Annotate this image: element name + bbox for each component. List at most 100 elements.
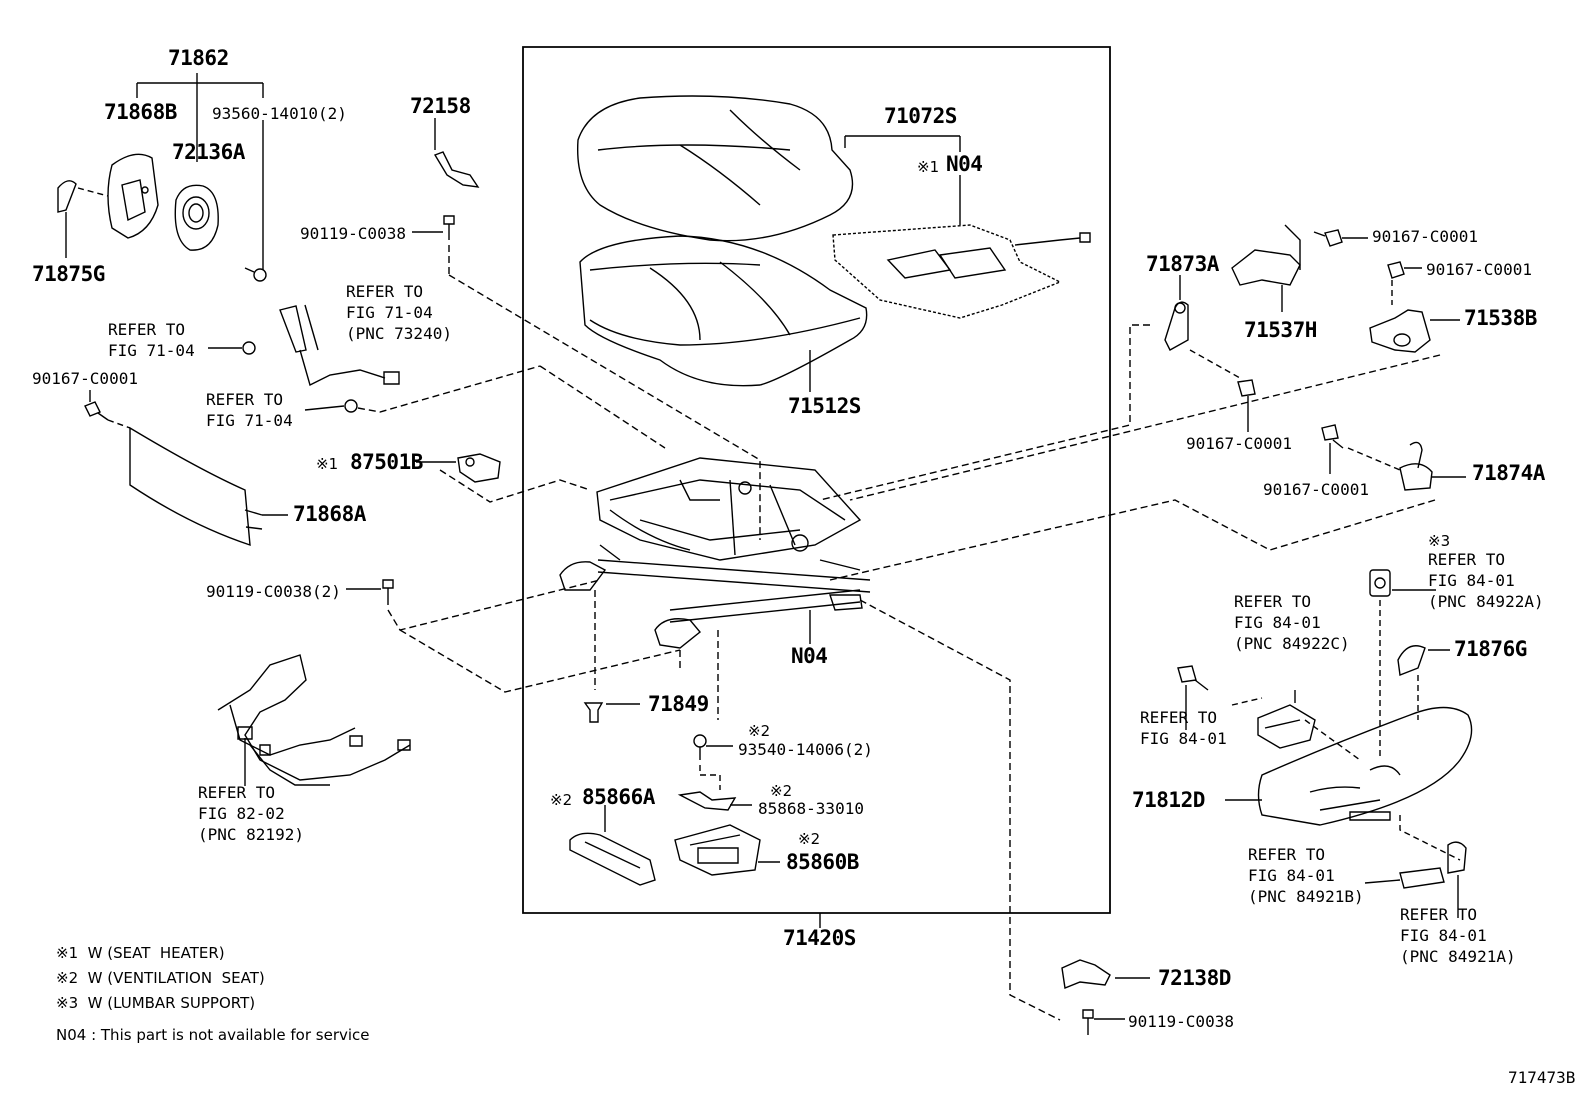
- label-85860B: 85860B: [786, 850, 859, 874]
- label-71420S: 71420S: [783, 926, 856, 950]
- label-71849: 71849: [648, 692, 709, 716]
- label-fig-84-01-e: FIG 84-01: [1400, 926, 1487, 945]
- label-71512S: 71512S: [788, 394, 861, 418]
- label-93540-14006: 93540-14006(2): [738, 740, 873, 759]
- mark-2-85868: ※2: [770, 782, 793, 800]
- part-71874A-hook: [1400, 442, 1432, 490]
- part-84921A-knob: [1448, 842, 1466, 873]
- label-refer-to-9: REFER TO: [1400, 905, 1478, 924]
- bolt-90119-left: [383, 580, 393, 605]
- label-refer-to-2: REFER TO: [108, 320, 186, 339]
- label-fig-82-02: FIG 82-02: [198, 804, 285, 823]
- mark-2-85866A: ※2: [550, 791, 573, 809]
- label-refer-to-7: REFER TO: [1140, 708, 1218, 727]
- label-fig-84-01-c: FIG 84-01: [1140, 729, 1227, 748]
- bolt-71-04-lower: [345, 400, 357, 412]
- label-85868-33010: 85868-33010: [758, 799, 864, 818]
- label-N04-frame: N04: [791, 644, 828, 668]
- part-84922A-switch: [1370, 570, 1390, 596]
- part-71849-clip: [585, 703, 602, 722]
- label-72138D: 72138D: [1158, 966, 1231, 990]
- part-84921B-cap: [1400, 868, 1444, 888]
- label-pnc-84921A: (PNC 84921A): [1400, 947, 1516, 966]
- part-N04-seat-heater: [833, 225, 1090, 318]
- leader-71862: [137, 73, 263, 270]
- label-71873A: 71873A: [1146, 252, 1219, 276]
- part-71537H-bracket: [1232, 225, 1300, 285]
- label-90167-C0001-r1: 90167-C0001: [1372, 227, 1478, 246]
- part-71072S-cushion-cover: [578, 96, 853, 241]
- label-pnc-84922A: (PNC 84922A): [1428, 592, 1544, 611]
- label-fig-71-04-2: FIG 71-04: [108, 341, 195, 360]
- label-87501B: 87501B: [350, 450, 423, 474]
- part-71868B-cover: [108, 154, 158, 238]
- label-refer-to-4: REFER TO: [198, 783, 276, 802]
- mark-1-N04: ※1: [917, 158, 940, 176]
- part-71875G: [58, 181, 76, 212]
- label-90119-C0038-bottom: 90119-C0038: [1128, 1012, 1234, 1031]
- part-71538B-bracket: [1370, 310, 1430, 352]
- part-87501B-connector: [458, 454, 500, 482]
- mark-3-lumbar: ※3: [1428, 532, 1451, 550]
- label-71072S: 71072S: [884, 104, 957, 128]
- label-72158: 72158: [410, 94, 471, 118]
- label-90167-C0001-r2: 90167-C0001: [1426, 260, 1532, 279]
- part-71876G-knob: [1398, 646, 1425, 675]
- label-refer-to-1: REFER TO: [346, 282, 424, 301]
- label-71868B: 71868B: [104, 100, 177, 124]
- bolt-90167-right-upper: [1314, 230, 1342, 246]
- label-pnc-84921B: (PNC 84921B): [1248, 887, 1364, 906]
- part-71512S-cushion-pad: [580, 236, 867, 386]
- label-90167-C0001-r3: 90167-C0001: [1186, 434, 1292, 453]
- bolt-90167-lower-right: [1322, 425, 1343, 448]
- label-fig-84-01-b: FIG 84-01: [1234, 613, 1321, 632]
- mark-2-85860B: ※2: [798, 830, 821, 848]
- label-refer-to-8: REFER TO: [1248, 845, 1326, 864]
- seat-frame-assembly: [560, 458, 870, 648]
- screw-93560: [245, 268, 266, 281]
- part-72136A-knob: [175, 185, 218, 250]
- note-seat-heater: ※1 W (SEAT HEATER): [56, 944, 225, 962]
- label-72136A: 72136A: [172, 140, 245, 164]
- mark-2-93540: ※2: [748, 722, 771, 740]
- part-71868A-panel: [130, 428, 250, 545]
- part-71873A-hook: [1165, 302, 1188, 350]
- part-72138D-bracket: [1062, 960, 1110, 988]
- label-90167-C0001-r4: 90167-C0001: [1263, 480, 1369, 499]
- bolt-90119-bottom: [1083, 1010, 1093, 1035]
- note-ventilation-seat: ※2 W (VENTILATION SEAT): [56, 969, 265, 987]
- label-pnc-73240: (PNC 73240): [346, 324, 452, 343]
- label-71538B: 71538B: [1464, 306, 1537, 330]
- bolt-90167-left: [85, 402, 108, 420]
- bolt-90119-top: [444, 216, 454, 240]
- part-85868-bracket: [680, 792, 735, 810]
- label-71537H: 71537H: [1244, 318, 1317, 342]
- label-71875G: 71875G: [32, 262, 105, 286]
- part-84922C-module: [1258, 705, 1315, 748]
- label-pnc-84922C: (PNC 84922C): [1234, 634, 1350, 653]
- note-n04: N04 : This part is not available for ser…: [56, 1026, 370, 1044]
- label-71868A: 71868A: [293, 502, 366, 526]
- screw-84-01: [1178, 666, 1208, 690]
- label-85866A: 85866A: [582, 785, 655, 809]
- label-90119-C0038-2: 90119-C0038(2): [206, 582, 341, 601]
- bolt-90167-mid-right: [1238, 380, 1255, 396]
- label-refer-to-6: REFER TO: [1234, 592, 1312, 611]
- label-90119-C0038-top: 90119-C0038: [300, 224, 406, 243]
- label-71862: 71862: [168, 46, 229, 70]
- label-N04-heater: N04: [946, 152, 983, 176]
- label-71812D: 71812D: [1132, 788, 1205, 812]
- bolt-71-04-upper: [243, 342, 255, 354]
- label-fig-84-01-d: FIG 84-01: [1248, 866, 1335, 885]
- seatbelt-buckle-part: [280, 306, 399, 385]
- bolt-90167-right-2: [1388, 262, 1404, 278]
- part-85866A-duct: [570, 833, 655, 885]
- label-fig-71-04-3: FIG 71-04: [206, 411, 293, 430]
- label-71874A: 71874A: [1472, 461, 1545, 485]
- mark-1-87501B: ※1: [316, 455, 339, 473]
- screw-93540: [694, 735, 706, 760]
- label-fig-71-04-1: FIG 71-04: [346, 303, 433, 322]
- label-refer-to-3: REFER TO: [206, 390, 284, 409]
- label-93560-14010: 93560-14010(2): [212, 104, 347, 123]
